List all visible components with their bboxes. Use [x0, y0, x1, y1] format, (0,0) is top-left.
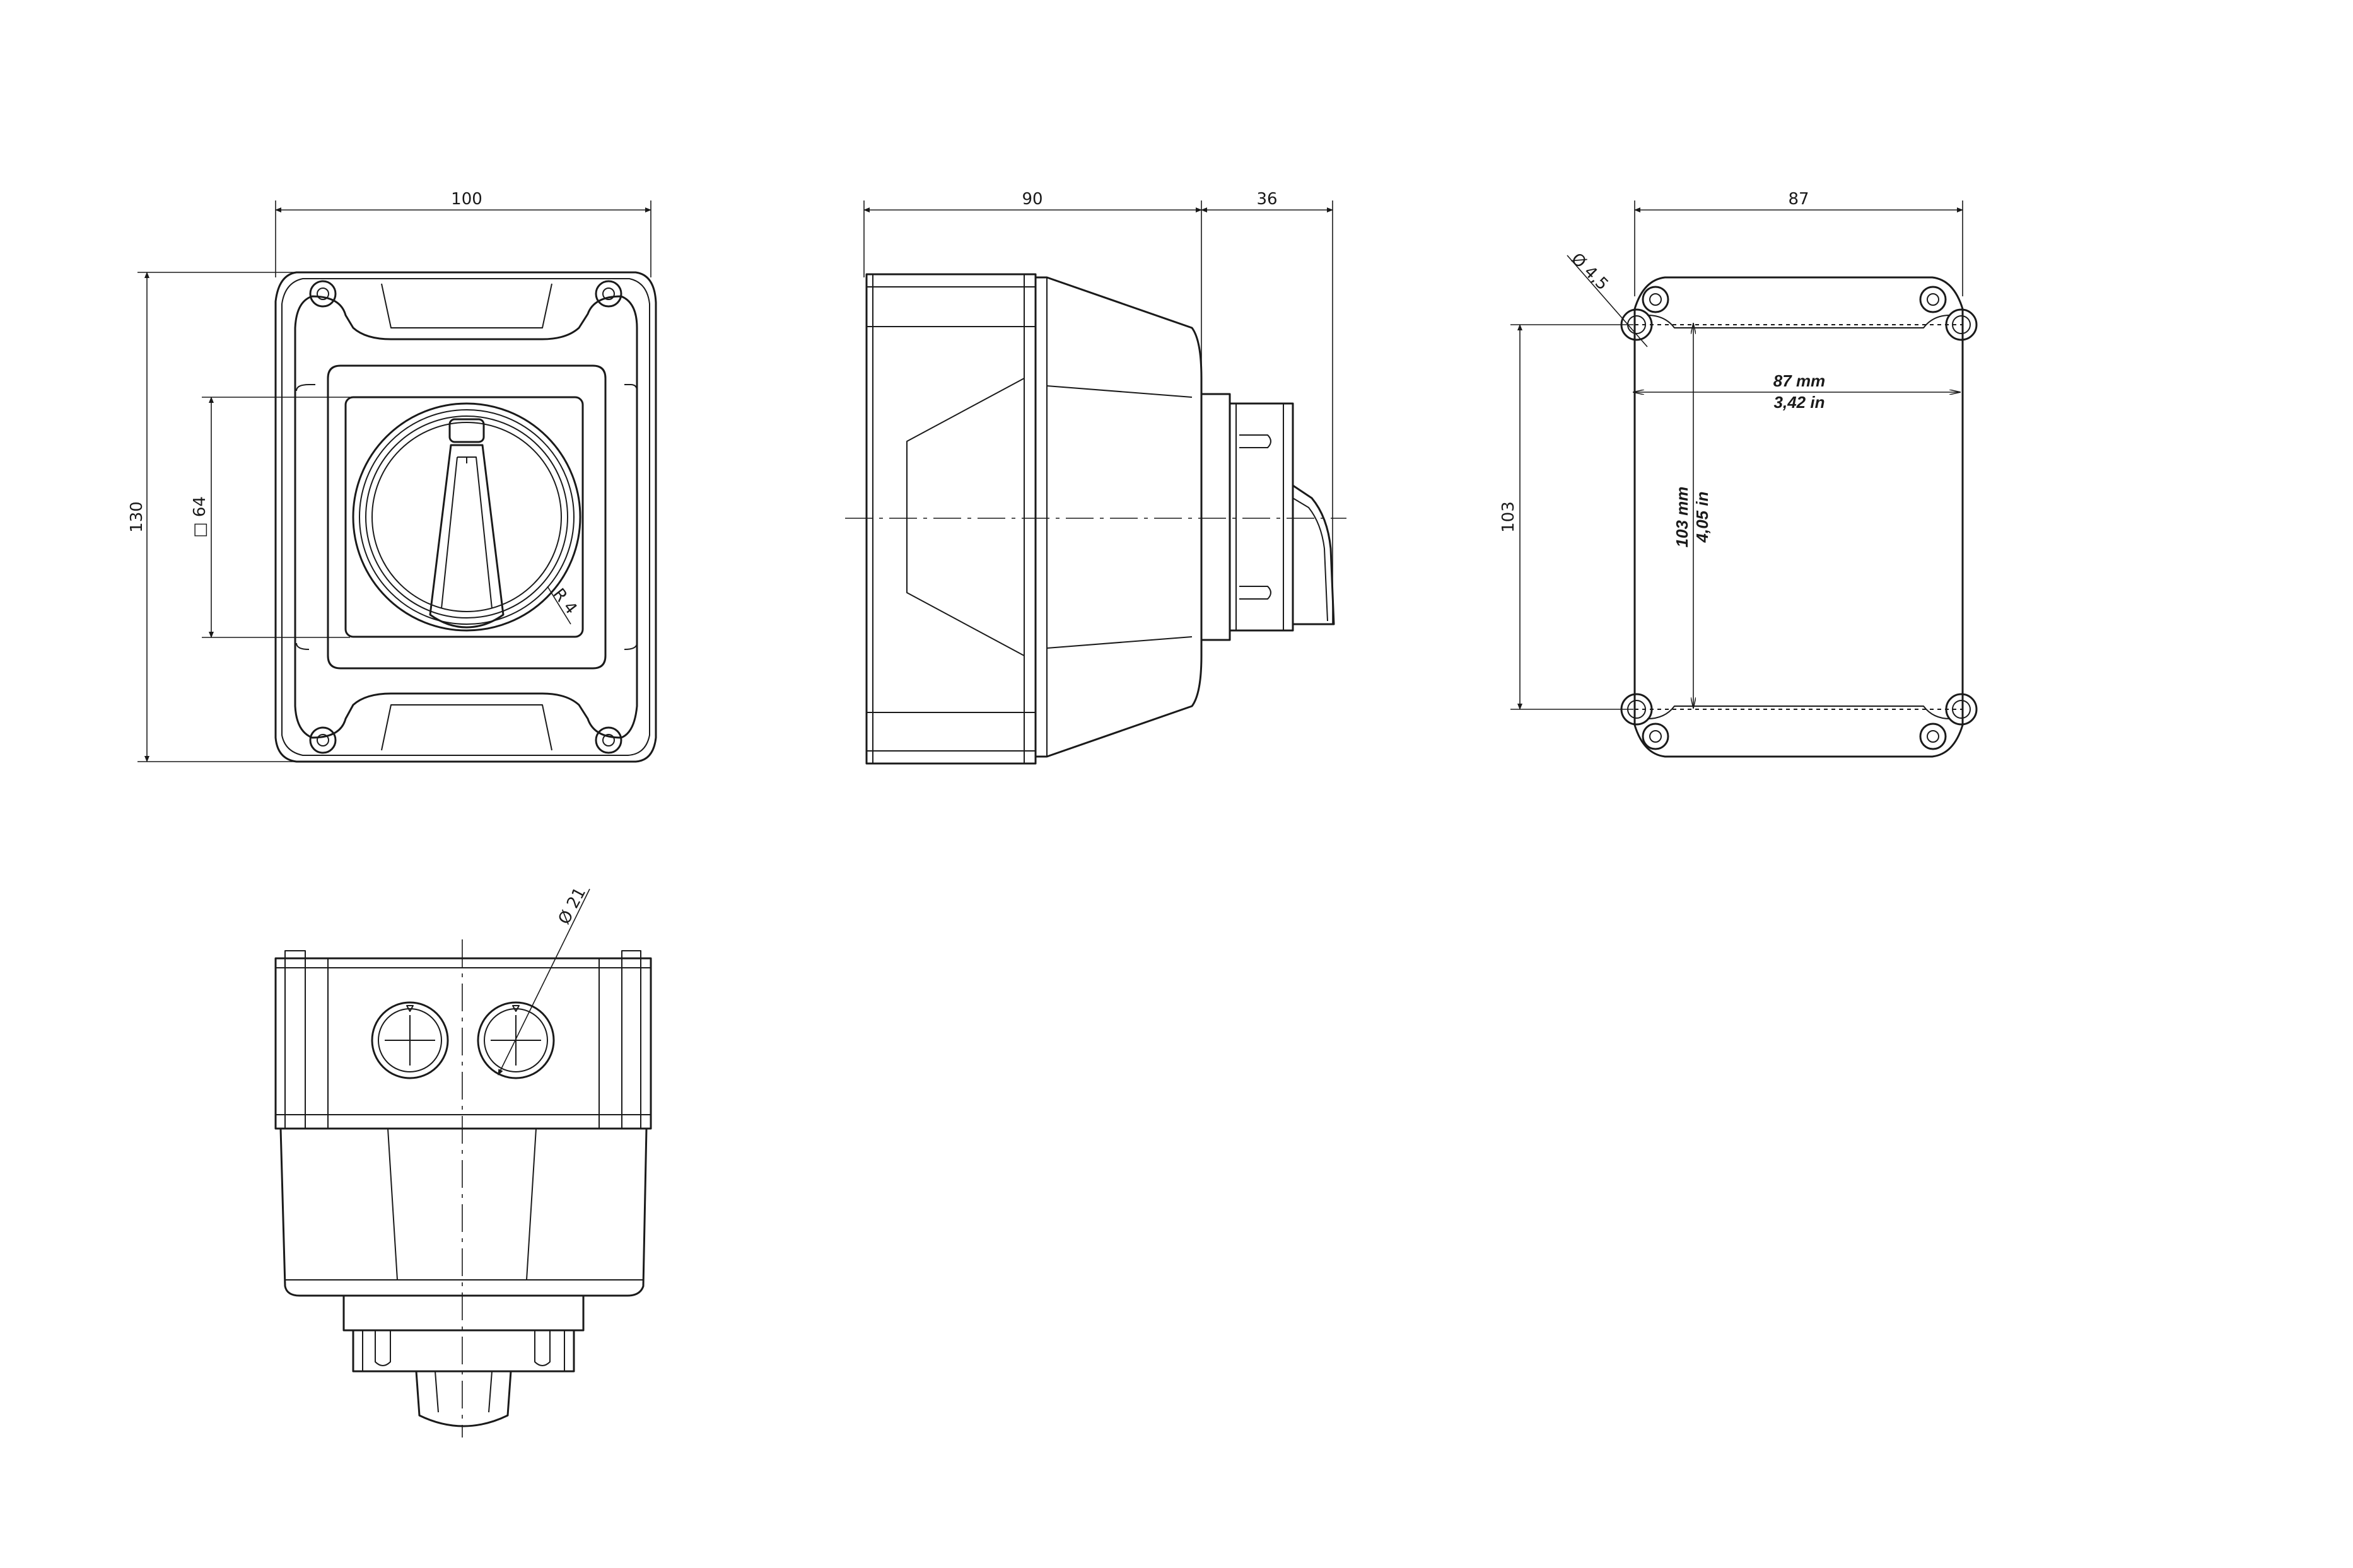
- side-depth-label: 90: [1022, 190, 1042, 209]
- back-screw-bottom-left: [1642, 723, 1669, 750]
- back-screw-top-left: [1642, 286, 1669, 313]
- back-hole-top-right: [1945, 308, 1978, 341]
- side-knob-slot-top: [1239, 434, 1271, 448]
- bottom-knob-collar: [342, 1294, 585, 1332]
- back-h-spacing-in: 3,42 in: [1774, 393, 1825, 412]
- front-square-dimension: □ 64: [190, 397, 350, 638]
- back-lid-contour: [1647, 315, 1951, 719]
- side-knob-slot-bottom: [1239, 586, 1271, 600]
- front-screw-bottom-right: [595, 726, 622, 754]
- back-height-label: 103: [1499, 501, 1518, 533]
- front-lid-inner-contour: [381, 283, 552, 751]
- side-knob-handle: [1292, 484, 1335, 625]
- back-screw-top-right: [1919, 286, 1947, 313]
- side-knob-collar: [1200, 393, 1231, 641]
- bottom-housing-band: [274, 957, 652, 1130]
- bottom-gland-label: Ø 21: [555, 885, 590, 928]
- front-housing-outline: [274, 271, 657, 763]
- knob-indicator: [448, 418, 485, 443]
- knob-ring-2: [359, 409, 575, 625]
- back-hole-bottom-left: [1620, 693, 1653, 726]
- front-screw-top-left: [309, 280, 337, 308]
- knob-outer-ring: [352, 402, 581, 632]
- knob-ring-4: [371, 422, 562, 612]
- side-depth-dimension: 90 36: [863, 190, 1333, 624]
- back-h-spacing-mm: 87 mm: [1773, 371, 1825, 390]
- side-view: 90 36: [845, 190, 1346, 765]
- cable-gland-left: [371, 1001, 449, 1079]
- bottom-gland-dimension: Ø 21: [498, 885, 590, 1076]
- front-screw-top-right: [595, 280, 622, 308]
- back-v-spacing-dimension: 103 mm 4,05 in: [1673, 323, 1712, 708]
- back-view: 87 103: [1499, 190, 1978, 758]
- front-width-label: 100: [451, 190, 482, 209]
- back-screw-bottom-right: [1919, 723, 1947, 750]
- side-base-block: [865, 273, 1037, 765]
- knob-handle-inner: [441, 456, 493, 609]
- cable-gland-right: [477, 1001, 555, 1079]
- back-height-dimension: 103: [1499, 324, 1633, 710]
- front-height-label: 130: [127, 501, 146, 533]
- back-width-dimension: 87: [1634, 190, 1963, 296]
- back-plate-outline: [1633, 276, 1964, 758]
- front-width-dimension: 100: [275, 190, 651, 277]
- side-lid-taper: [1034, 276, 1203, 758]
- bottom-lower-body: [279, 1127, 648, 1297]
- back-v-spacing-mm: 103 mm: [1673, 487, 1691, 548]
- back-width-label: 87: [1788, 190, 1809, 209]
- bottom-view: Ø 21: [274, 885, 652, 1437]
- front-height-dimension: 130: [127, 272, 296, 762]
- back-h-spacing-dimension: 87 mm 3,42 in: [1633, 371, 1960, 412]
- side-knob-body: [1229, 402, 1294, 632]
- side-base-recess: [906, 378, 1025, 656]
- front-screw-bottom-left: [309, 726, 337, 754]
- front-plate-inner: [296, 384, 638, 650]
- bottom-knob-slot-left: [375, 1330, 391, 1366]
- front-housing-inner-outline: [281, 278, 650, 756]
- front-view: 100 130 □ 64: [127, 190, 657, 763]
- front-square-label: □ 64: [190, 496, 209, 538]
- knob-handle: [429, 444, 505, 629]
- back-hole-label: Ø 4,5: [1567, 250, 1612, 294]
- bottom-knob-slot-right: [534, 1330, 551, 1366]
- front-label-square: [344, 396, 584, 638]
- side-knob-label: 36: [1256, 190, 1277, 209]
- back-hole-bottom-right: [1945, 693, 1978, 726]
- bottom-knob-body: [352, 1329, 575, 1373]
- bottom-knob-handle: [415, 1370, 512, 1427]
- front-plate-outline: [327, 364, 607, 670]
- back-v-spacing-in: 4,05 in: [1693, 492, 1712, 543]
- knob-ring-3: [365, 415, 568, 618]
